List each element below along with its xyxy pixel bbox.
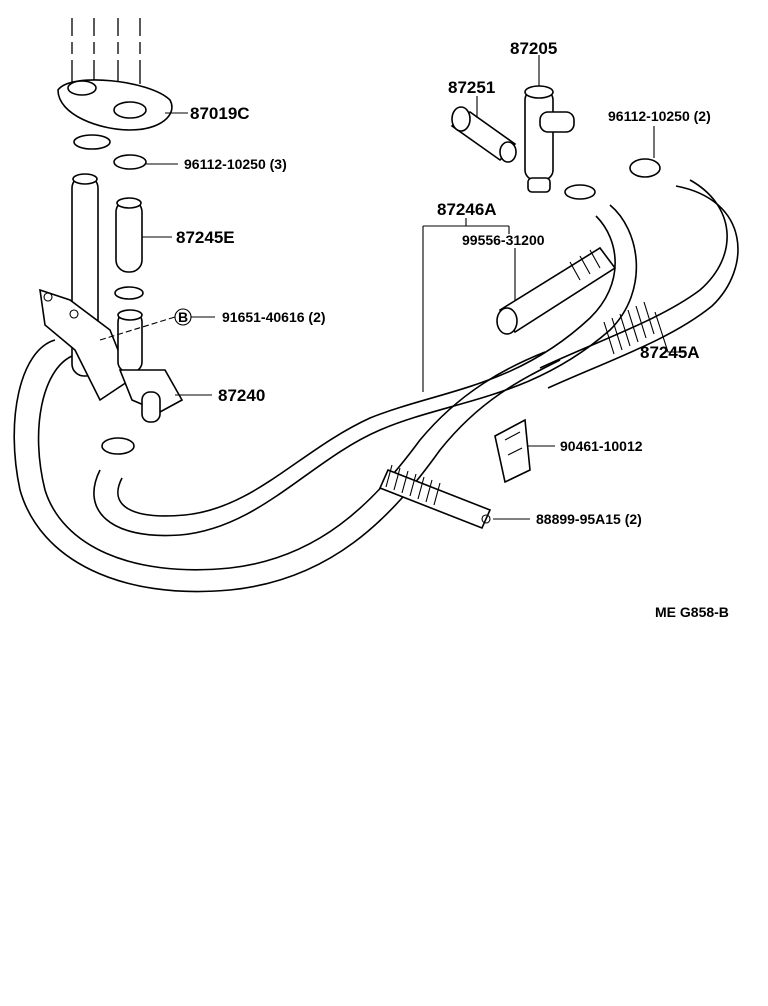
marker-b-letter: B xyxy=(178,309,188,325)
hose-87245a xyxy=(539,179,739,389)
hose-clamps xyxy=(73,134,661,455)
water-valve-87240 xyxy=(117,309,184,423)
label-90461: 90461-10012 xyxy=(560,438,643,454)
leader-lines xyxy=(99,55,685,520)
reference-code: ME G858-B xyxy=(655,604,729,620)
tee-87205 xyxy=(524,85,575,193)
label-87240: 87240 xyxy=(218,386,265,405)
callout-labels: 87019C 96112-10250 (3) 87245E 91651-4061… xyxy=(176,39,729,620)
upper-tubes xyxy=(71,18,141,84)
label-87019c: 87019C xyxy=(190,104,250,123)
label-88899: 88899-95A15 (2) xyxy=(536,511,642,527)
label-96112-2: 96112-10250 (2) xyxy=(608,108,711,124)
spring-88899 xyxy=(378,464,492,530)
joint-87251 xyxy=(450,106,517,163)
hose-87245e xyxy=(115,197,143,273)
label-87251: 87251 xyxy=(448,78,495,97)
clip-90461 xyxy=(494,418,531,484)
label-87246a: 87246A xyxy=(437,200,497,219)
inner-heater-hose xyxy=(93,204,638,537)
label-87205: 87205 xyxy=(510,39,557,58)
marker-b: B xyxy=(174,308,192,326)
label-96112-3: 96112-10250 (3) xyxy=(184,156,287,172)
water-pipe-bracket xyxy=(39,173,131,402)
label-91651: 91651-40616 (2) xyxy=(222,309,326,325)
lower-heater-hose xyxy=(13,339,561,593)
protector-99556 xyxy=(496,246,617,335)
label-99556: 99556-31200 xyxy=(462,232,545,248)
label-87245e: 87245E xyxy=(176,228,235,247)
label-87245a: 87245A xyxy=(640,343,700,362)
grommet-87019c xyxy=(57,79,173,131)
